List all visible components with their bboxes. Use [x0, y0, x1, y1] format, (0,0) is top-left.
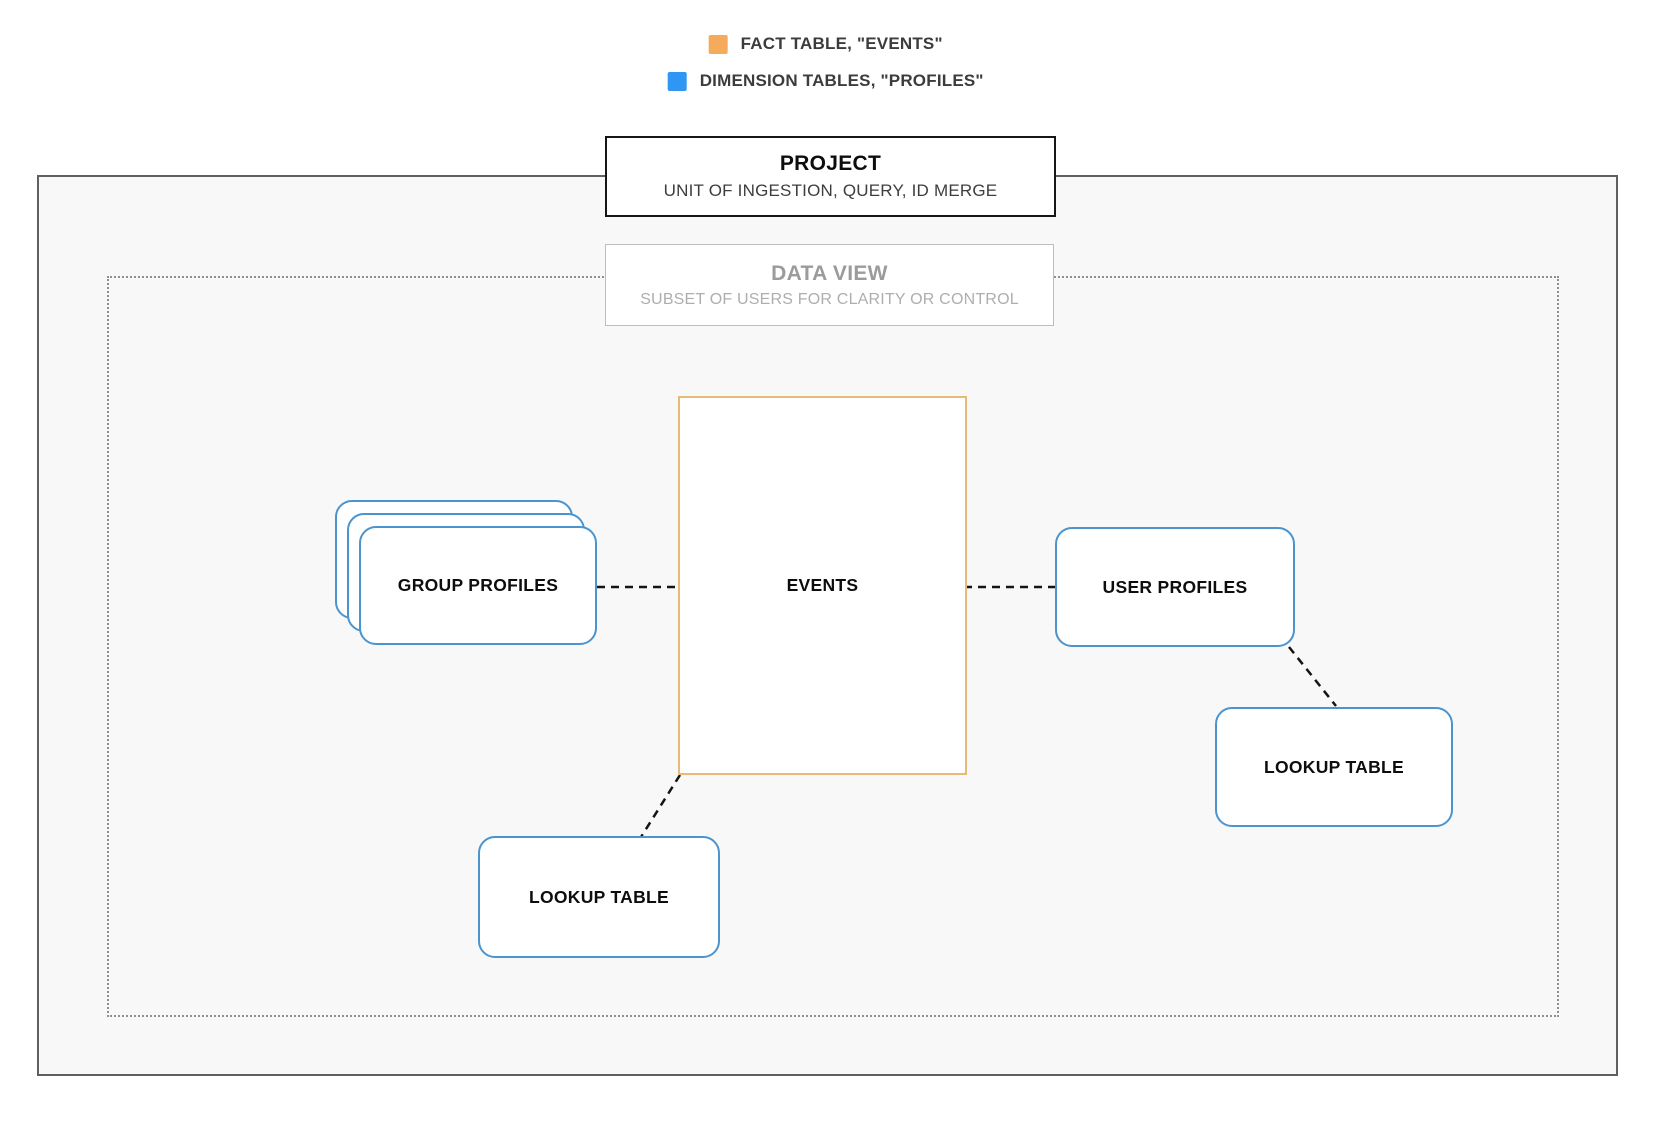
legend-label: FACT TABLE, "EVENTS": [740, 34, 943, 53]
legend: FACT TABLE, "EVENTS" DIMENSION TABLES, "…: [667, 34, 984, 91]
data-view-header: DATA VIEW SUBSET OF USERS FOR CLARITY OR…: [605, 244, 1054, 326]
node-user-profiles: USER PROFILES: [1055, 527, 1295, 647]
data-view-subtitle: SUBSET OF USERS FOR CLARITY OR CONTROL: [640, 290, 1019, 308]
node-user-profiles-label: USER PROFILES: [1102, 576, 1248, 597]
node-lookup-table-right-label: LOOKUP TABLE: [1263, 756, 1405, 777]
node-events-label: EVENTS: [786, 575, 859, 595]
group-profiles-card-front: GROUP PROFILES: [359, 526, 597, 645]
project-title: PROJECT: [779, 152, 882, 175]
node-group-profiles: GROUP PROFILES: [335, 500, 599, 647]
legend-label: DIMENSION TABLES, "PROFILES": [699, 71, 984, 90]
legend-item-dimension-tables: DIMENSION TABLES, "PROFILES": [667, 71, 984, 91]
data-view-title: DATA VIEW: [771, 261, 888, 285]
node-group-profiles-label: GROUP PROFILES: [397, 575, 559, 595]
dimension-tables-swatch-icon: [667, 71, 687, 91]
project-subtitle: UNIT OF INGESTION, QUERY, ID MERGE: [663, 181, 998, 200]
project-header: PROJECT UNIT OF INGESTION, QUERY, ID MER…: [605, 136, 1056, 217]
node-events: EVENTS: [678, 396, 967, 775]
fact-table-swatch-icon: [708, 34, 728, 54]
legend-item-fact-table: FACT TABLE, "EVENTS": [708, 34, 943, 54]
node-lookup-table-bottom: LOOKUP TABLE: [478, 836, 720, 958]
node-lookup-table-bottom-label: LOOKUP TABLE: [528, 886, 670, 907]
node-lookup-table-right: LOOKUP TABLE: [1215, 707, 1453, 827]
